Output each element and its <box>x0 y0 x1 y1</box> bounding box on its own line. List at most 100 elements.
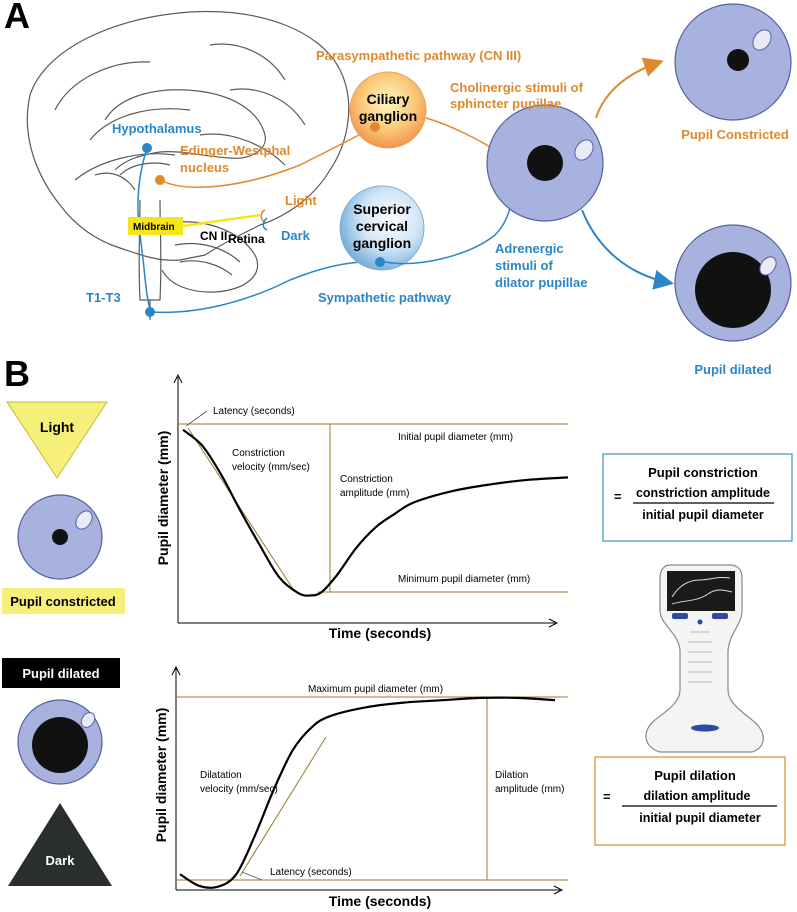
chart2-amplitude-label-1: Dilation <box>495 770 528 781</box>
dilated-eye-b <box>17 699 103 785</box>
chart1-x-arrow <box>548 618 559 628</box>
chart1-y-arrow <box>173 373 183 384</box>
chart1-latency-pointer <box>185 410 208 427</box>
chart1-velocity-label-2: velocity (mm/sec) <box>232 462 310 473</box>
pupillometer-device <box>645 564 764 753</box>
dark-label-b: Dark <box>46 853 76 868</box>
constriction-formula-box <box>602 453 793 542</box>
cholinergic-label-1: Cholinergic stimuli of <box>450 80 584 95</box>
dilation-chart: Pupil diameter (mm) Time (seconds) Maxim… <box>153 665 568 909</box>
dark-label-a: Dark <box>281 228 311 243</box>
light-triangle <box>6 401 108 479</box>
sympathetic-label: Sympathetic pathway <box>318 290 452 305</box>
device-screen <box>667 571 735 611</box>
cn2-path <box>182 213 261 228</box>
constriction-formula-numerator: constriction amplitude <box>636 486 770 500</box>
light-label-b: Light <box>40 419 75 435</box>
device-base-light <box>691 724 719 732</box>
parasympathetic-title: Parasympathetic pathway (CN III) <box>316 48 521 63</box>
chart2-maximum-label: Maximum pupil diameter (mm) <box>308 684 443 695</box>
pupil-dilated-label-b: Pupil dilated <box>22 666 99 681</box>
chart2-latency-pointer <box>241 871 263 881</box>
constriction-arrow <box>595 57 664 119</box>
panel-b-label: B <box>4 353 30 394</box>
chart1-velocity-tangent <box>187 427 296 593</box>
chart2-ylabel: Pupil diameter (mm) <box>153 708 169 843</box>
dilation-eq-sign: = <box>603 789 611 804</box>
midbrain-highlight <box>128 217 183 235</box>
chart1-amplitude-label-2: amplitude (mm) <box>340 488 409 499</box>
dilation-formula-denominator: initial pupil diameter <box>639 811 761 825</box>
constriction-chart: Pupil diameter (mm) Time (seconds) Laten… <box>155 373 569 641</box>
constriction-formula-denominator: initial pupil diameter <box>642 508 764 522</box>
pupil-constricted-label-a: Pupil Constricted <box>681 127 789 142</box>
ew-nucleus-label-2: nucleus <box>180 160 229 175</box>
chart1-initial-label: Initial pupil diameter (mm) <box>398 432 513 443</box>
ciliary-ganglion <box>349 71 427 149</box>
parasympathetic-preganglionic-path <box>159 127 373 188</box>
dilation-formula-numerator: dilation amplitude <box>644 789 751 803</box>
dilation-formula-title: Pupil dilation <box>654 768 736 783</box>
chart2-latency-label: Latency (seconds) <box>270 867 352 878</box>
device-grip <box>688 631 712 683</box>
midbrain-label: Midbrain <box>133 222 175 233</box>
pupil-dilated-badge <box>2 658 120 688</box>
constriction-eq-sign: = <box>614 489 622 504</box>
ciliary-label-2: ganglion <box>359 108 417 124</box>
chart2-amplitude-label-2: amplitude (mm) <box>495 784 564 795</box>
device-center-button <box>697 619 703 625</box>
ciliary-ganglion-node <box>370 122 380 132</box>
device-screen-trace-1 <box>671 576 731 598</box>
chart1-velocity-label-1: Constriction <box>232 448 285 459</box>
superior-cervical-ganglion <box>339 185 425 271</box>
chart2-velocity-label-2: velocity (mm/sec) <box>200 784 278 795</box>
chart2-velocity-tangent <box>239 736 327 877</box>
light-label-a: Light <box>285 193 317 208</box>
adrenergic-label-1: Adrenergic <box>495 241 564 256</box>
chart2-y-arrow <box>171 665 181 676</box>
chart1-ylabel: Pupil diameter (mm) <box>155 431 171 566</box>
superior-label-2: cervical <box>356 218 408 234</box>
dilated-eye-a <box>674 224 792 342</box>
superior-label-1: Superior <box>353 201 411 217</box>
constriction-formula-title: Pupil constriction <box>648 465 758 480</box>
adrenergic-label-2: stimuli of <box>495 258 553 273</box>
device-body <box>645 564 764 753</box>
chart2-series-line <box>179 696 556 889</box>
dark-triangle <box>8 803 112 886</box>
chart1-minimum-label: Minimum pupil diameter (mm) <box>398 574 530 585</box>
device-start-button <box>712 613 728 619</box>
dilation-formula: = Pupil dilation dilation amplitude init… <box>594 756 786 846</box>
constriction-formula: = Pupil constriction constriction amplit… <box>602 453 793 542</box>
central-eye <box>486 104 604 222</box>
retina-label: Retina <box>228 232 265 246</box>
superior-cervical-node <box>375 257 385 267</box>
chart1-xlabel: Time (seconds) <box>329 625 431 641</box>
chart2-velocity-label-1: Dilatation <box>200 770 242 781</box>
device-exit-button <box>672 613 688 619</box>
chart1-series-line <box>182 428 569 597</box>
t1t3-label: T1-T3 <box>86 290 121 305</box>
ciliary-label-1: Ciliary <box>367 91 410 107</box>
dark-receptor-icon <box>262 217 268 231</box>
panel-a-label: A <box>4 0 30 36</box>
hypothalamus-label: Hypothalamus <box>112 121 202 136</box>
ew-nucleus-label-1: Edinger-Westphal <box>180 143 290 158</box>
parasympathetic-postganglionic-path <box>425 117 499 153</box>
pupil-constricted-badge <box>2 588 125 614</box>
dilation-arrow <box>581 209 674 290</box>
pupil-constricted-label-b: Pupil constricted <box>10 594 116 609</box>
chart2-x-arrow <box>553 885 564 895</box>
superior-label-3: ganglion <box>353 235 411 251</box>
chart1-amplitude-label-1: Constriction <box>340 474 393 485</box>
chart1-latency-label: Latency (seconds) <box>213 406 295 417</box>
dilation-formula-box <box>594 756 786 846</box>
cholinergic-label-2: sphincter pupillae <box>450 96 561 111</box>
pupil-dilated-label-a: Pupil dilated <box>694 362 771 377</box>
device-screen-trace-2 <box>671 589 733 605</box>
constricted-eye-b <box>17 494 103 580</box>
cn2-label: CN II <box>200 229 227 243</box>
adrenergic-label-3: dilator pupillae <box>495 275 587 290</box>
sympathetic-preganglionic-path <box>149 260 381 314</box>
